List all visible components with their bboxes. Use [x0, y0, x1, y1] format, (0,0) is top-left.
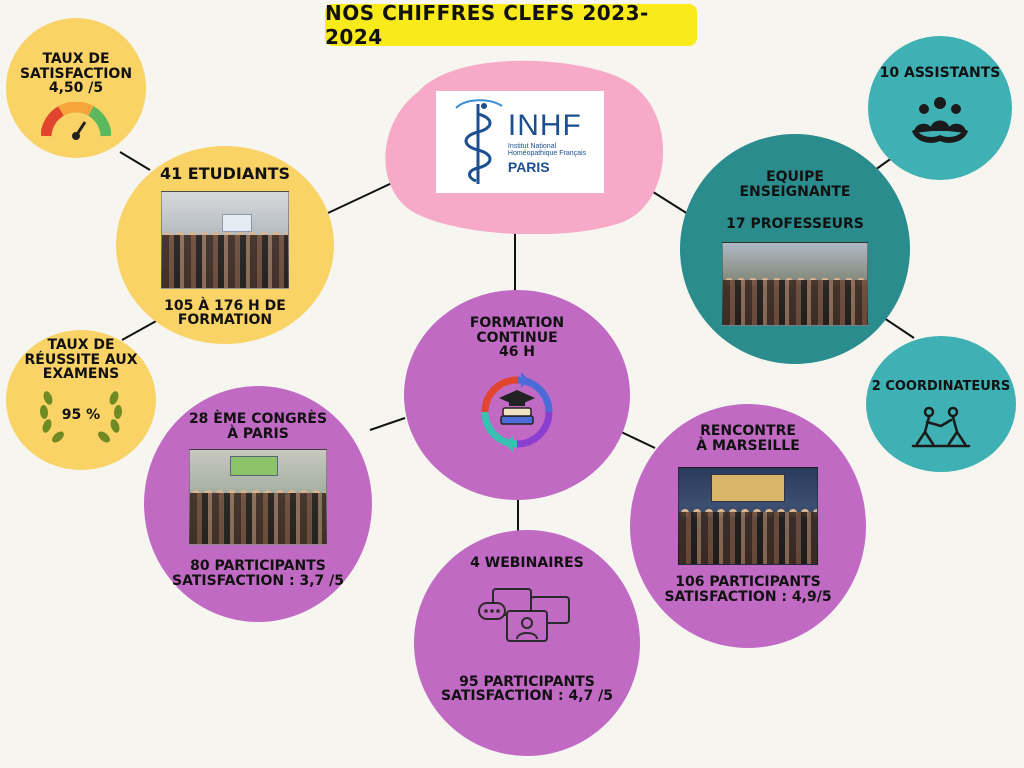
satisfaction-line3: 4,50 /5	[48, 80, 104, 97]
logo-city: PARIS	[507, 159, 550, 175]
equipe-line1: EQUIPE	[766, 169, 824, 185]
coordinateurs-bubble: 2 COORDINATEURS	[866, 336, 1016, 472]
marseille-stat1: 106 PARTICIPANTS	[675, 574, 821, 591]
logo-name: INHF	[507, 109, 582, 142]
congres-line2: À PARIS	[227, 425, 289, 442]
etudiants-line2: FORMATION	[177, 312, 273, 329]
equipe-line2: ENSEIGNANTE	[739, 183, 851, 200]
reussite-line2: RÉUSSITE AUX	[24, 351, 138, 368]
congres-stat2: SATISFACTION : 3,7 /5	[172, 573, 344, 590]
webinaires-stat1: 95 PARTICIPANTS	[459, 673, 595, 690]
helping-hand-icon	[911, 406, 971, 447]
assistants-label: 10 ASSISTANTS	[879, 65, 1001, 81]
gauge-icon	[41, 102, 111, 141]
satisfaction-line2: SATISFACTION	[19, 65, 133, 82]
etudiants-line1: 105 À 176 H DE	[164, 297, 286, 314]
marseille-bubble: RENCONTRE À MARSEILLE 106 PARTICIPANTS S…	[630, 404, 866, 648]
etudiants-bubble: 41 ETUDIANTS 105 À 176 H DE FORMATION	[116, 146, 334, 344]
logo-subtitle-1: Institut National	[507, 143, 557, 150]
caduceus-icon	[455, 99, 503, 184]
assistants-bubble: 10 ASSISTANTS	[868, 36, 1012, 180]
marseille-line2: À MARSEILLE	[696, 437, 800, 454]
webinaires-stat2: SATISFACTION : 4,7 /5	[441, 688, 613, 705]
formation-line1: FORMATION	[469, 315, 565, 331]
video-call-icon	[478, 587, 570, 642]
formation-line2: CONTINUE	[476, 329, 558, 346]
marseille-line1: RENCONTRE	[700, 423, 796, 439]
etudiants-title: 41 ETUDIANTS	[159, 164, 291, 183]
equipe-line3: 17 PROFESSEURS	[726, 216, 864, 233]
people-group-icon	[912, 96, 968, 143]
coordinateurs-label: 2 COORDINATEURS	[871, 379, 1011, 394]
equipe-bubble: EQUIPE ENSEIGNANTE 17 PROFESSEURS	[680, 134, 910, 364]
page-title: NOS CHIFFRES CLEFS 2023-2024	[325, 1, 697, 49]
webinaires-bubble: 4 WEBINAIRES 95 PARTICIPANTS SATISFACTIO…	[414, 530, 640, 756]
reussite-bubble: TAUX DE RÉUSSITE AUX EXAMENS 95 %	[6, 330, 156, 470]
graduation-cycle-icon	[481, 372, 553, 453]
satisfaction-bubble: TAUX DE SATISFACTION 4,50 /5	[6, 18, 146, 158]
reussite-line3: EXAMENS	[42, 366, 120, 383]
marseille-stat2: SATISFACTION : 4,9/5	[664, 589, 832, 606]
reussite-value: 95 %	[61, 407, 101, 424]
congres-line1: 28 ÈME CONGRÈS	[188, 411, 328, 427]
classroom-photo	[161, 190, 289, 289]
congres-bubble: 28 ÈME CONGRÈS À PARIS 80 PARTICIPANTS S…	[144, 386, 372, 622]
reussite-line1: TAUX DE	[47, 337, 115, 353]
marseille-photo	[678, 467, 818, 566]
inhf-logo: INHF Institut National Homéopathique Fra…	[436, 91, 604, 193]
formation-line3: 46 H	[498, 344, 536, 361]
team-photo	[722, 242, 868, 327]
congres-stat1: 80 PARTICIPANTS	[190, 558, 326, 575]
satisfaction-line1: TAUX DE	[42, 51, 110, 67]
webinaires-title: 4 WEBINAIRES	[470, 555, 584, 571]
laurel-icon: 95 %	[36, 384, 126, 446]
logo-subtitle-2: Homéopathique Français	[507, 150, 587, 157]
formation-bubble: FORMATION CONTINUE 46 H	[404, 290, 630, 500]
congres-photo	[189, 449, 327, 546]
